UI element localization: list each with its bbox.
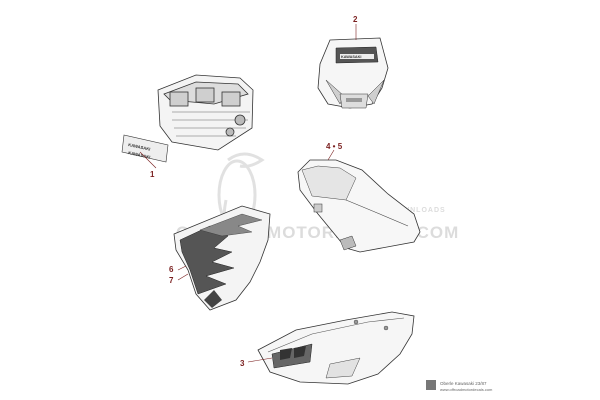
leader-lines xyxy=(139,24,357,363)
callout-7: 7 xyxy=(169,276,174,285)
footer-logo-icon xyxy=(426,380,436,390)
footer-credit: Oberle Kawasaki 23/87 www.offroadmotorde… xyxy=(426,380,493,392)
callout-3: 3 xyxy=(240,359,245,368)
callout-6: 6 xyxy=(169,265,174,274)
part-6-7-shroud xyxy=(173,205,271,311)
callout-2: 2 xyxy=(353,15,358,24)
part-engine-block xyxy=(157,74,254,151)
callouts: 1 2 3 4 • 5 6 7 xyxy=(150,15,358,368)
part-4-5-side-panel xyxy=(297,159,421,253)
callout-4-5: 4 • 5 xyxy=(326,142,343,151)
footer-line1: Oberle Kawasaki 23/87 xyxy=(440,381,487,386)
watermark-side-text: DOWNLOADS xyxy=(390,207,446,214)
part-2-decal-text: KAWASAKI xyxy=(341,55,361,59)
footer-line2: www.offroadmotordecals.com xyxy=(440,387,493,392)
part-2-number-plate: KAWASAKI xyxy=(317,37,389,109)
part-1-decal-text-line2: KAWASAKI xyxy=(128,150,151,160)
part-1-decal-text-line1: KAWASAKI xyxy=(128,142,151,152)
part-3-rear-cover xyxy=(257,311,415,385)
part-1-decal: KAWASAKI KAWASAKI xyxy=(121,134,169,163)
callout-1: 1 xyxy=(150,170,155,179)
